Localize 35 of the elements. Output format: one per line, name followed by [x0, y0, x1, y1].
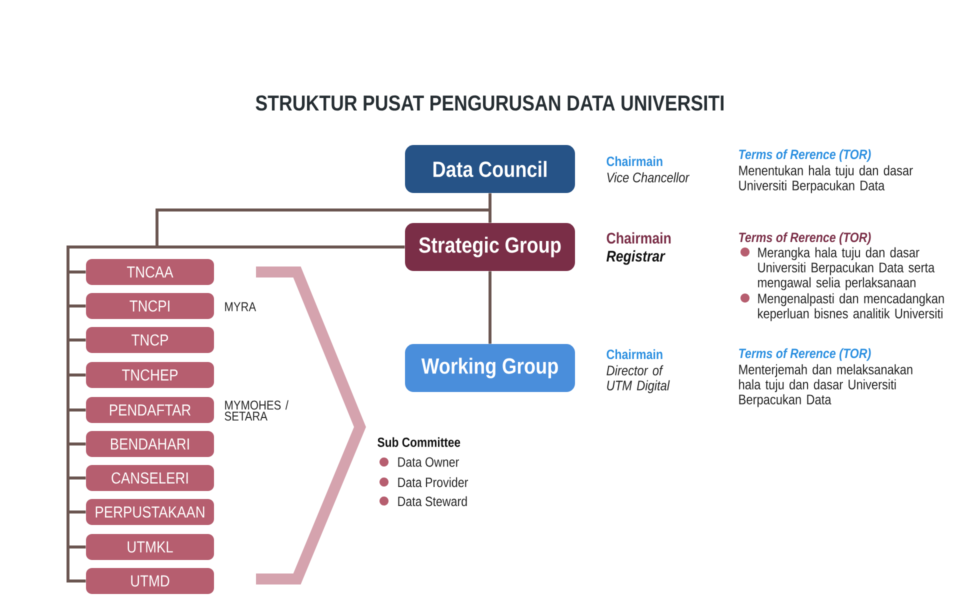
unit-box: UTMD	[86, 568, 214, 594]
description-text: Menterjemah dan melaksanakan hala tuju dan dasar Universiti Berpacukan Data	[739, 364, 912, 408]
list-item: Data Owner	[398, 457, 459, 467]
person-name: Registrar	[606, 250, 666, 265]
title: STRUKTUR PUSAT PENGURUSAN DATA UNIVERSITI	[256, 95, 724, 111]
role-title: Chairmain	[606, 232, 671, 244]
note-text: MYRA	[225, 302, 256, 312]
connector-line	[66, 192, 492, 582]
unit-box: TNCP	[86, 327, 214, 353]
group-box: Strategic Group	[405, 223, 575, 271]
person-name: Vice Chancellor	[607, 172, 690, 182]
list-item: Data Provider	[398, 477, 468, 488]
unit-box: PERPUSTAKAAN	[86, 499, 214, 525]
section-heading: Terms of Rerence (TOR)	[739, 232, 871, 245]
unit-box: BENDAHARI	[86, 431, 214, 457]
list-heading: Sub Committee	[378, 437, 460, 447]
unit-box: TNCHEP	[86, 362, 214, 388]
bullet-text: Merangka hala tuju dan dasar Universiti Berpacukan Data serta mengawal selia perlaksanaan	[758, 247, 935, 290]
person-name: Director of UTM Digital	[606, 365, 670, 394]
unit-box: TNCAA	[86, 259, 214, 285]
section-heading: Terms of Rerence (TOR)	[739, 348, 871, 361]
group-box: Data Council	[405, 145, 575, 193]
unit-box: CANSELERI	[86, 465, 214, 491]
note-text: MYMOHES / SETARA	[224, 400, 288, 421]
list-item: Data Steward	[398, 496, 467, 506]
bullet-text: Mengenalpasti dan mencadangkan keperluan bisnes analitik Universiti	[758, 293, 944, 322]
connector-line	[488, 271, 492, 344]
role-title: Chairmain	[606, 156, 662, 166]
unit-box: PENDAFTAR	[86, 397, 214, 423]
unit-box: TNCPI	[86, 293, 214, 319]
group-box: Working Group	[405, 344, 575, 392]
unit-box: UTMKL	[86, 534, 214, 560]
description-text: Menentukan hala tuju dan dasar Universiti Berpacukan Data	[739, 165, 913, 194]
section-heading: Terms of Rerence (TOR)	[739, 149, 871, 162]
role-title: Chairmain	[606, 349, 662, 360]
